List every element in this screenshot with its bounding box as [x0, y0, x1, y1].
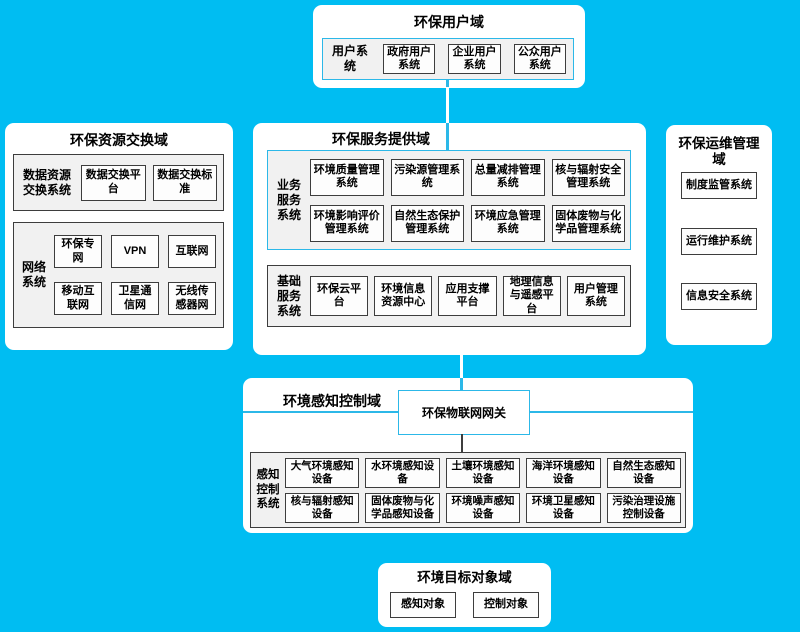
ecology-protection-mgmt-box: 自然生态保护管理系统: [390, 204, 464, 242]
government-user-system-box: 政府用户系统: [383, 44, 436, 74]
target-object-domain-box: 环境目标对象域 感知对象 控制对象: [378, 563, 551, 627]
gateway-left-line: [243, 411, 398, 413]
data-exchange-standard-box: 数据交换标准: [152, 164, 217, 201]
pollution-source-mgmt-box: 污染源管理系统: [390, 158, 464, 196]
satellite-network-box: 卫星通信网: [111, 282, 159, 315]
noise-sensing-device-box: 环境噪声感知设备: [445, 492, 521, 523]
resource-exchange-domain-title: 环保资源交换域: [70, 132, 168, 148]
nuclear-radiation-safety-mgmt-box: 核与辐射安全管理系统: [551, 158, 625, 196]
water-sensing-device-box: 水环境感知设备: [365, 457, 440, 488]
sensing-control-domain-title: 环境感知控制域: [283, 393, 381, 409]
gateway-right-line: [530, 411, 693, 413]
env-cloud-platform-box: 环保云平台: [310, 276, 369, 316]
wireless-sensor-network-box: 无线传感器网: [168, 282, 216, 315]
user-domain-box: 环保用户域 用户系统 政府用户系统 企业用户系统 公众用户系统: [313, 5, 585, 88]
env-quality-mgmt-box: 环境质量管理系统: [310, 158, 384, 196]
enterprise-user-system-box: 企业用户系统: [448, 44, 501, 74]
user-systems-label: 用户系统: [331, 44, 368, 73]
sensing-control-group: 感知控制系统 大气环境感知设备 水环境感知设备 土壤环境感知设备 海洋环境感知设…: [250, 452, 686, 528]
target-object-domain-title: 环境目标对象域: [417, 570, 512, 585]
ocean-sensing-device-box: 海洋环境感知设备: [526, 457, 601, 488]
connector-user-to-service: [446, 87, 449, 124]
soil-sensing-device-box: 土壤环境感知设备: [445, 457, 521, 488]
ops-management-domain-box: 环保运维管理域 制度监管系统 运行维护系统 信息安全系统: [666, 125, 772, 345]
data-exchange-platform-box: 数据交换平台: [81, 164, 146, 201]
basic-service-group: 基础服务系统 环保云平台 环境信息资源中心 应用支撑平台 地理信息与遥感平台 用…: [267, 265, 631, 327]
solid-waste-chemical-mgmt-box: 固体废物与化学品管理系统: [551, 204, 625, 242]
connector-gateway-to-devices: [461, 434, 463, 453]
info-security-system-box: 信息安全系统: [681, 283, 757, 310]
service-provision-domain-title: 环保服务提供域: [332, 131, 430, 147]
service-provision-domain-box: 环保服务提供域 业务服务系统 环境质量管理系统 污染源管理系统 总量减排管理系统…: [253, 123, 646, 355]
ops-management-domain-title: 环保运维管理域: [678, 136, 760, 167]
user-mgmt-system-box: 用户管理系统: [566, 276, 625, 316]
data-exchange-group: 数据资源交换系统 数据交换平台 数据交换标准: [13, 154, 224, 211]
vpn-box: VPN: [111, 235, 159, 268]
nuclear-radiation-sensing-device-box: 核与辐射感知设备: [285, 492, 360, 523]
network-systems-label: 网络系统: [21, 260, 46, 289]
resource-exchange-domain-box: 环保资源交换域 数据资源交换系统 数据交换平台 数据交换标准 网络系统 环保专网…: [5, 123, 233, 350]
connector-service-internal: [446, 123, 449, 151]
sensing-control-label: 感知控制系统: [256, 469, 280, 511]
app-support-platform-box: 应用支撑平台: [438, 276, 497, 316]
env-emergency-mgmt-box: 环境应急管理系统: [471, 204, 545, 242]
env-private-network-box: 环保专网: [54, 235, 102, 268]
basic-service-label: 基础服务系统: [276, 273, 301, 318]
sensing-control-domain-box: 环境感知控制域 环保物联网网关 感知控制系统 大气环境感知设备 水环境感知设备 …: [243, 378, 693, 533]
satellite-sensing-device-box: 环境卫星感知设备: [526, 492, 601, 523]
operation-maintenance-system-box: 运行维护系统: [681, 228, 757, 255]
solid-waste-chemical-sensing-device-box: 固体废物与化学品感知设备: [365, 492, 440, 523]
pollution-control-facility-device-box: 污染治理设施控制设备: [606, 492, 681, 523]
env-info-resource-center-box: 环境信息资源中心: [374, 276, 433, 316]
control-object-box: 控制对象: [473, 592, 539, 618]
internet-box: 互联网: [168, 235, 216, 268]
sensing-object-box: 感知对象: [390, 592, 456, 618]
business-service-group: 业务服务系统 环境质量管理系统 污染源管理系统 总量减排管理系统 核与辐射安全管…: [267, 150, 631, 250]
mobile-internet-box: 移动互联网: [54, 282, 102, 315]
business-service-label: 业务服务系统: [276, 177, 301, 222]
network-systems-group: 网络系统 环保专网 VPN 互联网 移动互联网 卫星通信网 无线传感器网: [13, 222, 224, 328]
connector-service-to-sensing: [460, 354, 463, 379]
connector-sensing-to-gateway: [460, 378, 463, 391]
user-systems-group: 用户系统 政府用户系统 企业用户系统 公众用户系统: [322, 38, 574, 80]
user-domain-title: 环保用户域: [414, 14, 484, 30]
air-sensing-device-box: 大气环境感知设备: [285, 457, 360, 488]
data-exchange-group-label: 数据资源交换系统: [22, 167, 71, 197]
institution-supervision-system-box: 制度监管系统: [681, 172, 757, 199]
gis-remote-sensing-platform-box: 地理信息与遥感平台: [502, 276, 561, 316]
ecology-sensing-device-box: 自然生态感知设备: [606, 457, 681, 488]
env-impact-assessment-mgmt-box: 环境影响评价管理系统: [310, 204, 384, 242]
total-reduction-mgmt-box: 总量减排管理系统: [471, 158, 545, 196]
public-user-system-box: 公众用户系统: [513, 44, 566, 74]
connector-user-internal: [446, 79, 449, 88]
iot-gateway-box: 环保物联网网关: [398, 390, 530, 435]
